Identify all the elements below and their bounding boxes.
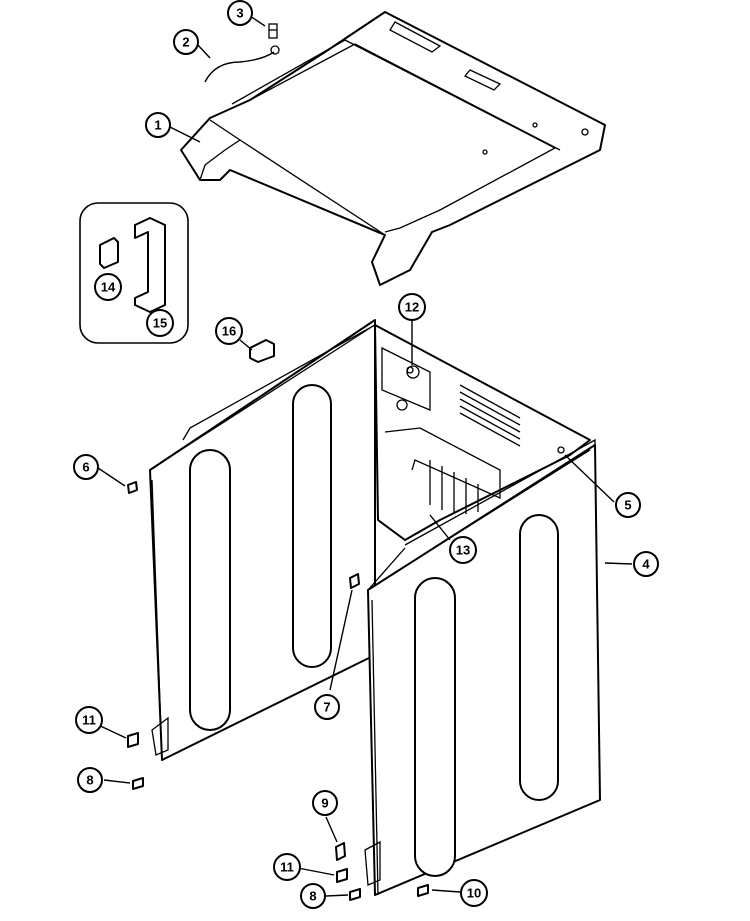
- callout-1: 1: [145, 112, 171, 138]
- svg-text:10: 10: [467, 886, 481, 901]
- fastener-7: [349, 573, 360, 589]
- screw-part: [268, 23, 278, 39]
- fastener-5: [557, 446, 565, 454]
- svg-text:1: 1: [154, 118, 161, 133]
- leader-lines: [93, 15, 633, 897]
- clip-part: [249, 339, 275, 363]
- inset-box: [79, 202, 189, 344]
- callout-15: 15: [146, 309, 174, 337]
- svg-text:11: 11: [280, 860, 294, 875]
- callout-3: 3: [227, 0, 253, 26]
- svg-text:9: 9: [321, 796, 328, 811]
- cabinet-left-panel: [149, 319, 376, 761]
- callout-8a: 8: [77, 767, 103, 793]
- svg-text:7: 7: [323, 700, 330, 715]
- fasteners: [127, 366, 565, 901]
- callout-13: 13: [449, 536, 477, 564]
- svg-text:12: 12: [405, 300, 419, 315]
- svg-text:3: 3: [236, 6, 243, 21]
- svg-text:8: 8: [309, 889, 316, 904]
- svg-text:13: 13: [456, 543, 470, 558]
- fastener-9: [335, 842, 346, 861]
- top-cover-part: [180, 11, 606, 286]
- callout-14: 14: [94, 273, 122, 301]
- bumper-part: [99, 237, 119, 269]
- svg-text:4: 4: [642, 557, 650, 572]
- fastener-8a: [132, 777, 144, 790]
- fastener-11b: [336, 868, 348, 883]
- svg-text:14: 14: [101, 280, 116, 295]
- fastener-10: [417, 884, 429, 897]
- svg-text:5: 5: [624, 498, 631, 513]
- callout-10: 10: [460, 879, 488, 907]
- fastener-12: [406, 366, 414, 374]
- cabinet-back-panel: [374, 324, 591, 541]
- fastener-11a: [127, 732, 139, 748]
- svg-text:15: 15: [153, 316, 167, 331]
- callout-2: 2: [173, 29, 199, 55]
- callout-8b: 8: [300, 883, 326, 909]
- svg-text:2: 2: [182, 35, 189, 50]
- svg-text:8: 8: [86, 773, 93, 788]
- callout-11a: 11: [75, 706, 103, 734]
- callout-11b: 11: [273, 853, 301, 881]
- callout-16: 16: [215, 317, 243, 345]
- fastener-6: [127, 481, 138, 494]
- svg-text:6: 6: [82, 460, 89, 475]
- svg-text:11: 11: [82, 713, 96, 728]
- bracket-part: [134, 217, 166, 313]
- ground-wire-part: [204, 45, 280, 83]
- callout-5: 5: [615, 492, 641, 518]
- svg-text:16: 16: [222, 324, 236, 339]
- callout-4: 4: [633, 551, 659, 577]
- callout-7: 7: [314, 694, 340, 720]
- callout-9: 9: [312, 790, 338, 816]
- callout-6: 6: [73, 454, 99, 480]
- cabinet-right-panel: [364, 438, 601, 896]
- fastener-8b: [349, 888, 361, 901]
- callout-12: 12: [398, 293, 426, 321]
